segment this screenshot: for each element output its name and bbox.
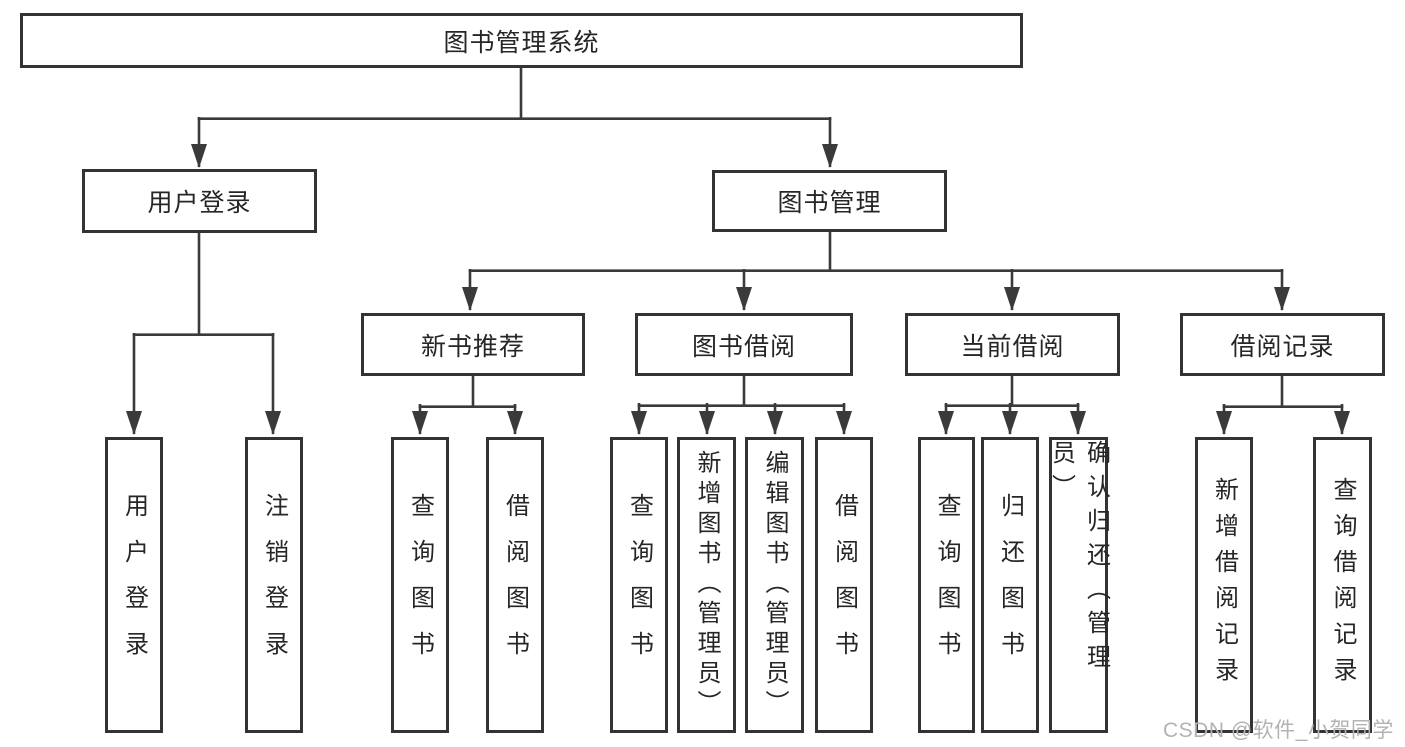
leaf-add-borrow-record: 新增借阅记录 [1195, 437, 1253, 733]
borrow-records-children-connector [1216, 376, 1350, 435]
node-borrow-records: 借阅记录 [1180, 313, 1385, 376]
leaf-confirm-return-admin: 确认归还（管理员） [1048, 437, 1110, 733]
csdn-watermark: CSDN @软件_小贺同学 [1163, 719, 1394, 742]
node-new-book-recommend: 新书推荐 [361, 313, 585, 376]
node-user-login-module: 用户登录 [82, 169, 317, 233]
leaf-user-login: 用户登录 [105, 437, 163, 733]
node-library-management-system: 图书管理系统 [20, 13, 1023, 68]
leaf-edit-books-admin: 编辑图书（管理员） [745, 437, 804, 733]
leaf-add-books-admin: 新增图书（管理员） [677, 437, 736, 733]
current-borrow-children-connector [938, 376, 1086, 435]
leaf-borrow-books: 借阅图书 [815, 437, 873, 733]
node-current-borrowing: 当前借阅 [905, 313, 1120, 376]
leaf-borrow-query-books: 查询图书 [610, 437, 668, 733]
root-to-level2-connector [191, 68, 838, 168]
leaf-return-books: 归还图书 [981, 437, 1039, 733]
book-borrow-children-connector [631, 376, 852, 435]
user-login-children-connector [126, 233, 281, 435]
leaf-recommend-borrow-books: 借阅图书 [486, 437, 544, 733]
leaf-current-query-books: 查询图书 [918, 437, 975, 733]
leaf-recommend-query-books: 查询图书 [391, 437, 449, 733]
node-book-borrowing: 图书借阅 [635, 313, 853, 376]
leaf-logout: 注销登录 [245, 437, 303, 733]
new-book-children-connector [412, 376, 523, 435]
book-management-children-connector [462, 232, 1290, 311]
node-book-management-module: 图书管理 [712, 170, 947, 232]
leaf-query-borrow-record: 查询借阅记录 [1313, 437, 1372, 733]
